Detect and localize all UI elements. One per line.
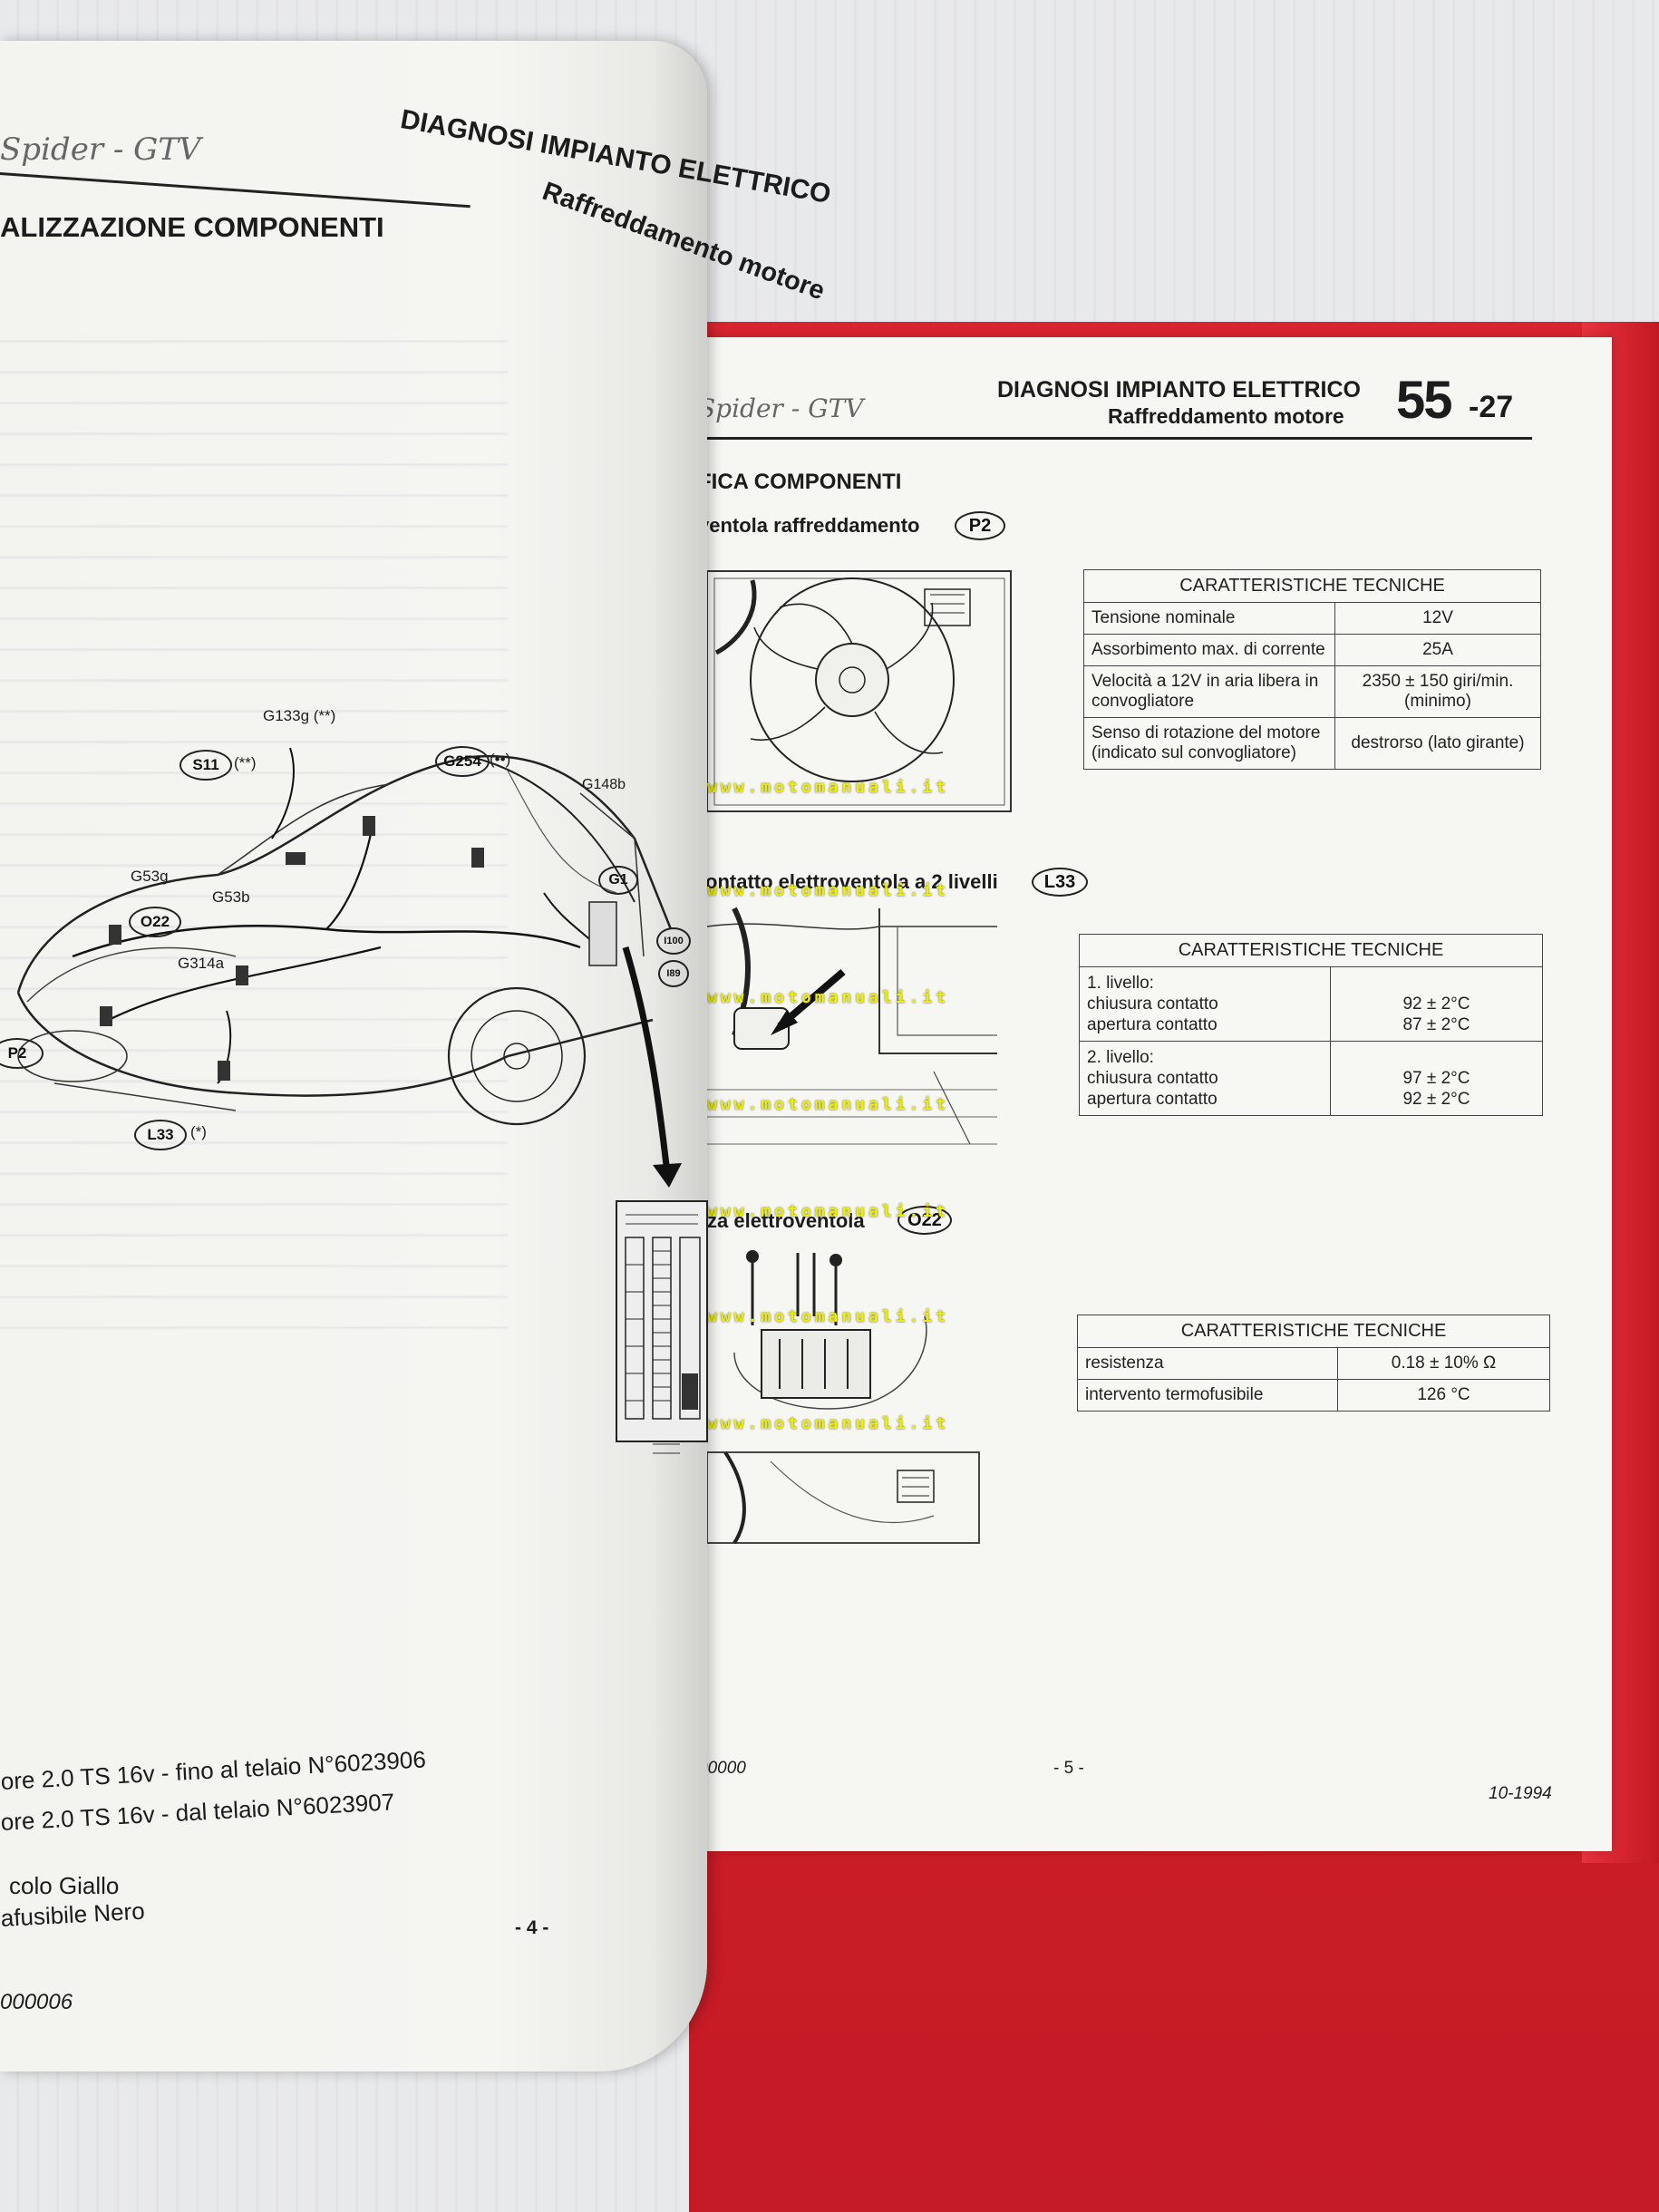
left-footer-code: 000006 [0, 1990, 73, 2014]
callout-l33: L33 [134, 1120, 187, 1150]
spec-name: 2. livello: [1087, 1048, 1154, 1067]
spec-sub: apertura contatto [1087, 1015, 1218, 1034]
spec-value: 12V [1334, 602, 1541, 635]
callout-s11: S11 [179, 750, 232, 781]
spec-value: 92 ± 2°C [1402, 994, 1470, 1014]
table-row: Velocità a 12V in aria libera in convogl… [1083, 665, 1541, 718]
component-label-switch: ontatto elettroventola a 2 livelli [705, 870, 998, 893]
tag-l33: L33 [1032, 868, 1088, 897]
spec-value: 87 ± 2°C [1402, 1014, 1470, 1034]
spec-value: 2350 ± 150 giri/min. (minimo) [1334, 665, 1541, 718]
spec-table-resistor-header: CARATTERISTICHE TECNICHE [1077, 1315, 1550, 1348]
spec-name: intervento termofusibile [1077, 1379, 1338, 1412]
watermark: www.motomanuali.it [707, 1095, 950, 1114]
spec-value: 0.18 ± 10% Ω [1337, 1347, 1550, 1380]
table-row: resistenza 0.18 ± 10% Ω [1077, 1347, 1550, 1380]
component-label-resistor: za elettroventola [707, 1209, 865, 1232]
right-footer-code: 00000 [698, 1759, 746, 1778]
left-header-logo: Spider - GTV [0, 131, 201, 168]
table-row: Assorbimento max. di corrente 25A [1083, 634, 1541, 666]
spec-name: 1. livello: [1087, 974, 1154, 993]
right-section-title: FICA COMPONENTI [698, 470, 902, 494]
callout-g133g: G133g (**) [263, 707, 336, 724]
note-line-3: colo Giallo [9, 1872, 120, 1899]
note-line-4: afusibile Nero [0, 1897, 146, 1932]
spec-name: Senso di rotazione del motore (indicato … [1083, 717, 1335, 770]
callout-g148b: G148b [582, 777, 626, 792]
header-rule [698, 437, 1532, 440]
right-page-number: - 5 - [1053, 1759, 1084, 1778]
spec-table-switch-header: CARATTERISTICHE TECNICHE [1079, 934, 1543, 967]
section-number: 55 [1396, 371, 1452, 430]
callout-g53b: G53b [212, 888, 250, 906]
table-row: 2. livello: chiusura contatto apertura c… [1079, 1041, 1543, 1116]
section-suffix: -27 [1469, 390, 1514, 424]
callout-g1: G1 [598, 866, 638, 895]
callout-l33-mark: (*) [190, 1123, 207, 1140]
callout-g254-mark: (••) [490, 751, 511, 768]
spec-table-fan: CARATTERISTICHE TECNICHE Tensione nomina… [1083, 569, 1541, 770]
tag-p2: P2 [955, 511, 1005, 540]
spec-value: 92 ± 2°C [1402, 1089, 1470, 1109]
spec-name: Tensione nominale [1083, 602, 1335, 635]
tag-o22: O22 [897, 1206, 952, 1235]
callout-i100: I100 [656, 927, 691, 955]
spec-table-fan-header: CARATTERISTICHE TECNICHE [1083, 569, 1541, 603]
spec-name: Assorbimento max. di corrente [1083, 634, 1335, 666]
watermark: www.motomanuali.it [707, 881, 950, 900]
callout-o22: O22 [129, 907, 181, 937]
spec-value: 25A [1334, 634, 1541, 666]
table-row: 1. livello: chiusura contatto apertura c… [1079, 966, 1543, 1042]
spec-table-resistor: CARATTERISTICHE TECNICHE resistenza 0.18… [1077, 1315, 1550, 1412]
spec-value: destrorso (lato girante) [1334, 717, 1541, 770]
right-header-subtitle: Raffreddamento motore [1108, 404, 1344, 428]
right-header-logo: Spider - GTV [698, 393, 864, 423]
watermark: www.motomanuali.it [707, 988, 950, 1007]
right-header-title: DIAGNOSI IMPIANTO ELETTRICO [997, 377, 1361, 403]
callout-p2: P2 [0, 1038, 44, 1069]
callout-g53g: G53g [131, 868, 169, 885]
left-page: Spider - GTV DIAGNOSI IMPIANTO ELETTRICO… [0, 41, 833, 2071]
watermark: www.motomanuali.it [707, 1202, 950, 1221]
watermark: www.motomanuali.it [707, 1414, 950, 1433]
watermark: www.motomanuali.it [707, 778, 950, 797]
spec-name: resistenza [1077, 1347, 1338, 1380]
spec-sub: chiusura contatto [1087, 1069, 1218, 1088]
watermark: www.motomanuali.it [707, 1307, 950, 1326]
spec-value: 97 ± 2°C [1402, 1068, 1470, 1088]
left-header-rule [0, 172, 471, 209]
spec-sub: apertura contatto [1087, 1090, 1218, 1109]
table-row: Senso di rotazione del motore (indicato … [1083, 717, 1541, 770]
callout-g314a: G314a [178, 955, 225, 972]
callout-s11-mark: (**) [234, 754, 257, 771]
fan-illustration [706, 570, 1012, 812]
table-row: Tensione nominale 12V [1083, 602, 1541, 635]
callout-g254: G254 [435, 746, 490, 777]
spec-table-switch: CARATTERISTICHE TECNICHE 1. livello: chi… [1079, 934, 1543, 1116]
fuse-box-diagram [616, 1200, 708, 1454]
spec-name: Velocità a 12V in aria libera in convogl… [1083, 665, 1335, 718]
left-page-number: - 4 - [515, 1917, 549, 1938]
right-page: Spider - GTV DIAGNOSI IMPIANTO ELETTRICO… [698, 337, 1612, 1851]
spec-sub: chiusura contatto [1087, 994, 1218, 1014]
note-line-2: ore 2.0 TS 16v - dal telaio N°6023907 [0, 1788, 395, 1836]
bleed-through-text [0, 313, 508, 1355]
left-section-title: ALIZZAZIONE COMPONENTI [0, 211, 384, 243]
callout-i89: I89 [658, 960, 689, 987]
table-row: intervento termofusibile 126 °C [1077, 1379, 1550, 1412]
spec-value: 126 °C [1337, 1379, 1550, 1412]
date-stamp: 10-1994 [1489, 1784, 1552, 1803]
thermal-switch-illustration [698, 907, 997, 1145]
note-line-1: ore 2.0 TS 16v - fino al telaio N°602390… [0, 1745, 427, 1795]
component-label-fan: ventola raffreddamento [698, 514, 920, 537]
resistor-illustration [706, 1250, 980, 1545]
